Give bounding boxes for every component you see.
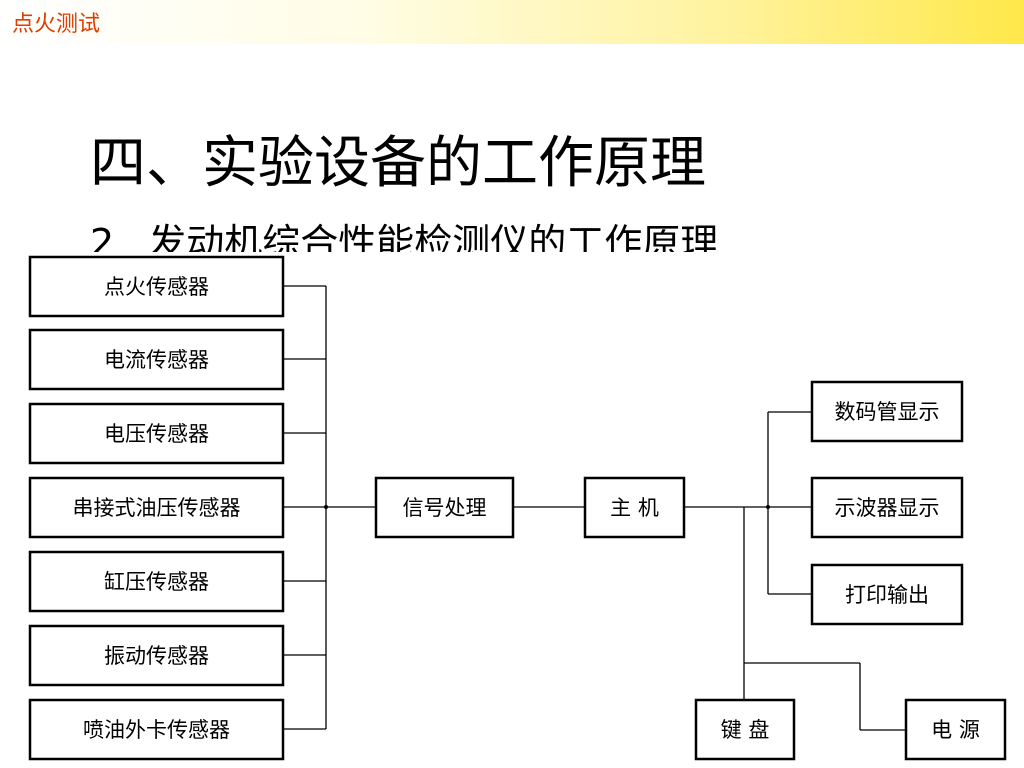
sensor-label: 点火传感器 bbox=[104, 275, 209, 299]
sensor-label: 振动传感器 bbox=[104, 644, 209, 668]
sensor-box-2: 电流传感器 bbox=[28, 328, 285, 391]
sensor-label: 缸压传感器 bbox=[104, 570, 209, 594]
subtitle-number: 2 bbox=[90, 221, 115, 252]
keyboard-label: 键 盘 bbox=[721, 718, 770, 742]
page-title: 四、实验设备的工作原理 bbox=[90, 131, 706, 196]
output-box-oscilloscope: 示波器显示 bbox=[810, 476, 964, 539]
page-subtitle: 2 发动机综合性能检测仪的工作原理 bbox=[90, 212, 718, 252]
sensor-label: 电压传感器 bbox=[104, 422, 209, 446]
subtitle-text: 发动机综合性能检测仪的工作原理 bbox=[148, 221, 719, 252]
output-label: 打印输出 bbox=[845, 583, 929, 607]
sensor-box-6: 振动传感器 bbox=[28, 624, 285, 687]
host-box: 主 机 bbox=[583, 476, 686, 539]
power-box: 电 源 bbox=[904, 698, 1007, 761]
power-label: 电 源 bbox=[931, 718, 980, 742]
junction-dot bbox=[766, 505, 770, 509]
sensor-label: 电流传感器 bbox=[104, 348, 209, 372]
sensor-label: 喷油外卡传感器 bbox=[83, 718, 230, 742]
header-band: 点火测试 bbox=[0, 0, 1024, 44]
header-label: 点火测试 bbox=[12, 12, 101, 37]
output-label: 示波器显示 bbox=[835, 496, 940, 520]
sensor-box-5: 缸压传感器 bbox=[28, 550, 285, 613]
output-box-display: 数码管显示 bbox=[810, 380, 964, 443]
sensor-box-3: 电压传感器 bbox=[28, 402, 285, 465]
sensor-box-1: 点火传感器 bbox=[28, 255, 285, 318]
signal-processing-box: 信号处理 bbox=[374, 476, 515, 539]
junction-dot bbox=[324, 505, 328, 509]
output-label: 数码管显示 bbox=[835, 400, 940, 424]
diagram-wires bbox=[283, 285, 906, 731]
sensor-label: 串接式油压传感器 bbox=[73, 496, 241, 520]
sensor-box-4: 串接式油压传感器 bbox=[28, 476, 285, 539]
keyboard-box: 键 盘 bbox=[694, 698, 796, 761]
signal-processing-label: 信号处理 bbox=[403, 496, 487, 520]
host-label: 主 机 bbox=[610, 496, 659, 520]
output-box-print: 打印输出 bbox=[810, 563, 964, 626]
sensor-box-7: 喷油外卡传感器 bbox=[28, 698, 285, 761]
